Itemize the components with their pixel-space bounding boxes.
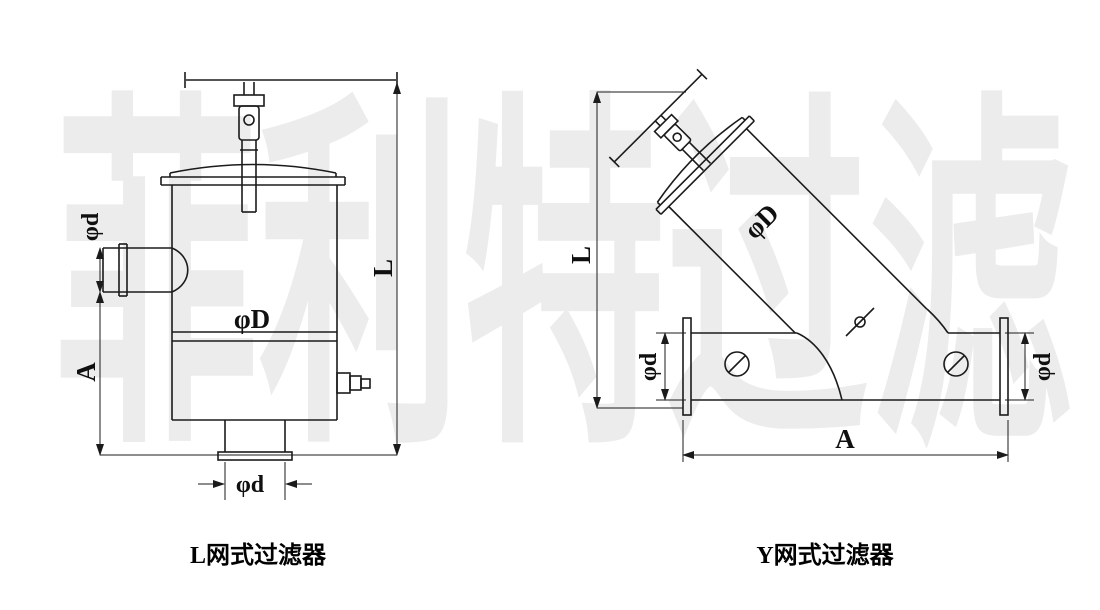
l-filter-caption: L网式过滤器 <box>190 542 327 569</box>
y-filter-figure: φD <box>608 68 1009 416</box>
y-filter-lid <box>655 115 755 215</box>
label-y-body-diameter: φD <box>738 198 785 245</box>
l-filter-handle <box>184 72 398 88</box>
y-filter-caption: Y网式过滤器 <box>756 542 894 569</box>
y-filter-bolt-left <box>724 351 750 377</box>
label-l-overall-length: L <box>368 259 398 277</box>
l-filter-lid <box>160 163 346 186</box>
y-filter-junction <box>796 308 949 401</box>
l-filter-dimensions <box>96 82 401 500</box>
y-filter-center-mark-icon <box>845 307 875 337</box>
y-filter-pipe <box>682 317 1009 416</box>
y-filter-dimensions <box>593 91 1034 462</box>
label-y-face-to-face: A <box>835 424 855 454</box>
y-filter-handle <box>608 68 708 168</box>
label-l-inlet-diameter: φd <box>78 212 104 241</box>
label-y-overall-length: L <box>566 246 596 264</box>
l-filter-inlet <box>102 243 189 297</box>
label-l-height-a: A <box>71 362 101 382</box>
label-l-outlet-diameter: φd <box>236 472 265 498</box>
l-filter-body <box>171 185 338 421</box>
y-filter-body <box>668 128 928 334</box>
label-y-right-port-diameter: φd <box>1030 352 1056 381</box>
label-l-body-diameter: φD <box>234 304 270 334</box>
l-filter-outlet <box>217 420 293 461</box>
l-filter-figure <box>102 72 398 461</box>
y-filter-stem <box>653 113 712 172</box>
l-filter-stem <box>233 82 265 213</box>
l-filter-drain-plug <box>336 372 371 394</box>
label-y-left-port-diameter: φd <box>636 352 662 381</box>
y-filter-bolt-right <box>943 351 969 377</box>
y-filter-branch: φD <box>608 68 928 334</box>
